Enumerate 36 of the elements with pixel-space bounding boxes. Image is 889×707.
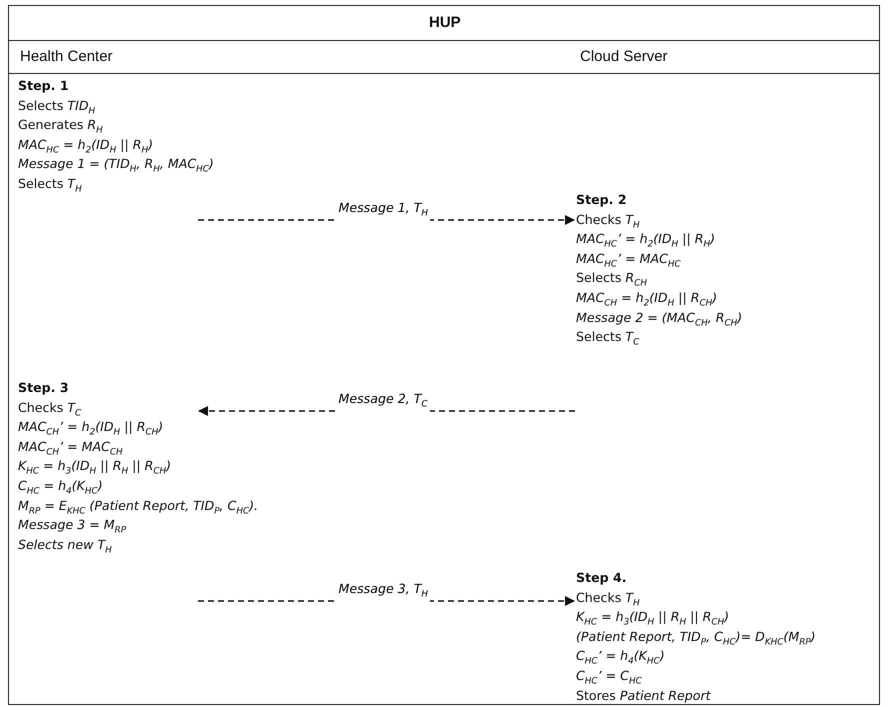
protocol-step-text: MAC$_{CH}$ = h$_{2}$(ID$_{H}$ || R$_{CH}$) [576,288,718,308]
protocol-step-text: MAC$_{HC}$’ = MAC$_{HC}$ [576,250,681,268]
protocol-step-text: Checks T$_{C}$ [18,398,82,418]
protocol-step-text: Selects T$_{H}$ [18,174,82,194]
protocol-step-text: Checks T$_{H}$ [576,210,640,230]
protocol-step-text: M$_{RP}$ = E$_{KHC}$ (Patient Report, TID$_{P}$, C$_{HC}$). [18,496,258,516]
protocol-step-text: K$_{HC}$ = h$_{3}$(ID$_{H}$ || R$_{H}$ || R$_{CH}$) [576,608,730,627]
protocol-step-text: MAC$_{CH}$’ = MAC$_{CH}$ [18,438,123,456]
step-heading: Step. 3 [18,379,69,397]
edge-label: Message 1, T$_{H}$ [336,200,430,222]
protocol-step-text: Selects R$_{CH}$ [576,269,647,288]
edge-label: Message 2, T$_{C}$ [336,391,430,413]
protocol-step-text: MAC$_{HC}$’ = h$_{2}$(ID$_{H}$ || R$_{H}$) [576,230,716,249]
protocol-step-text: Selects new T$_{H}$ [18,536,112,554]
protocol-step-text: Selects TID$_{H}$ [18,96,96,116]
protocol-step-text: Message 2 = (MAC$_{CH}$, R$_{CH}$) [576,308,742,328]
protocol-step-text: Checks T$_{H}$ [576,588,640,608]
step-heading: Step. 1 [18,77,69,95]
protocol-step-text: C$_{HC}$’ = h$_{4}$(K$_{HC}$) [576,647,665,666]
protocol-step-text: Message 3 = M$_{RP}$ [18,516,126,535]
column-header: Cloud Server [580,48,668,65]
step-heading: Step 4. [576,569,627,587]
protocol-step-text: C$_{HC}$’ = C$_{HC}$ [576,666,642,686]
protocol-step-text: (Patient Report, TID$_{P}$, C$_{HC}$)= D$_{KHC}$(M$_{RP}$) [576,628,816,646]
step-heading: Step. 2 [576,191,627,209]
protocol-step-text: MAC$_{HC}$ = h$_{2}$(ID$_{H}$ || R$_{H}$) [18,136,154,154]
protocol-step-text: K$_{HC}$ = h$_{3}$(ID$_{H}$ || R$_{H}$ || R$_{CH}$) [18,457,172,476]
edge-label: Message 3, T$_{H}$ [336,581,430,603]
protocol-step-text: Selects T$_{C}$ [576,328,640,347]
protocol-step-text: Message 1 = (TID$_{H}$, R$_{H}$, MAC$_{HC}$) [18,155,214,174]
protocol-step-text: C$_{HC}$ = h$_{4}$(K$_{HC}$) [18,476,103,496]
protocol-step-text: Generates R$_{H}$ [18,116,103,135]
table-title: HUP [429,14,461,31]
column-header: Health Center [20,48,113,65]
protocol-step-text: Stores Patient Report [576,686,711,705]
protocol-step-text: MAC$_{CH}$’ = h$_{2}$(ID$_{H}$ || R$_{CH}$) [18,418,164,437]
